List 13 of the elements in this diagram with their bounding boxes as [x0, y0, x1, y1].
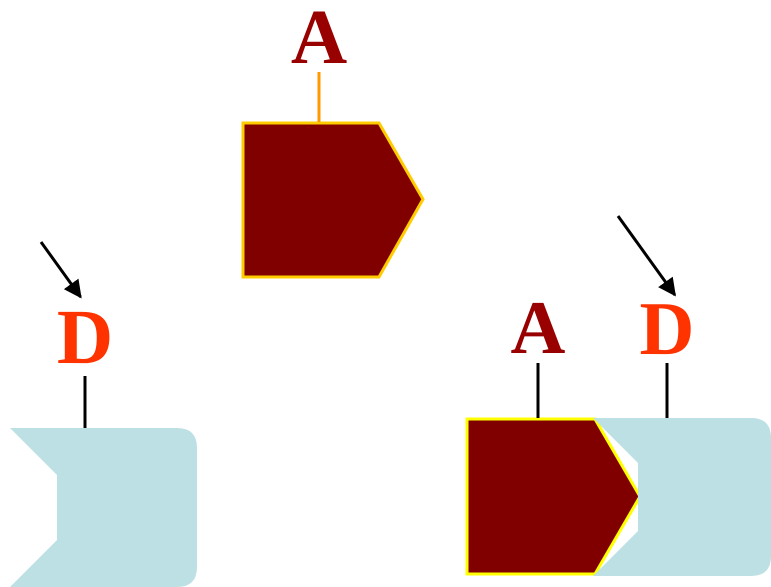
- leader-line: [666, 363, 668, 418]
- notched-shape: [10, 428, 197, 587]
- notched-shape: [593, 418, 771, 576]
- callout-letter: A: [498, 293, 578, 363]
- callout-letter: A: [279, 2, 359, 72]
- callout-letter: D: [627, 295, 707, 363]
- arrow: [616, 215, 676, 296]
- leader-line: [84, 376, 86, 428]
- callout-letter: D: [45, 297, 125, 376]
- pentagon-shape: [242, 122, 424, 278]
- arrow: [40, 241, 82, 298]
- leader-line: [318, 72, 320, 122]
- leader-line: [536, 363, 540, 418]
